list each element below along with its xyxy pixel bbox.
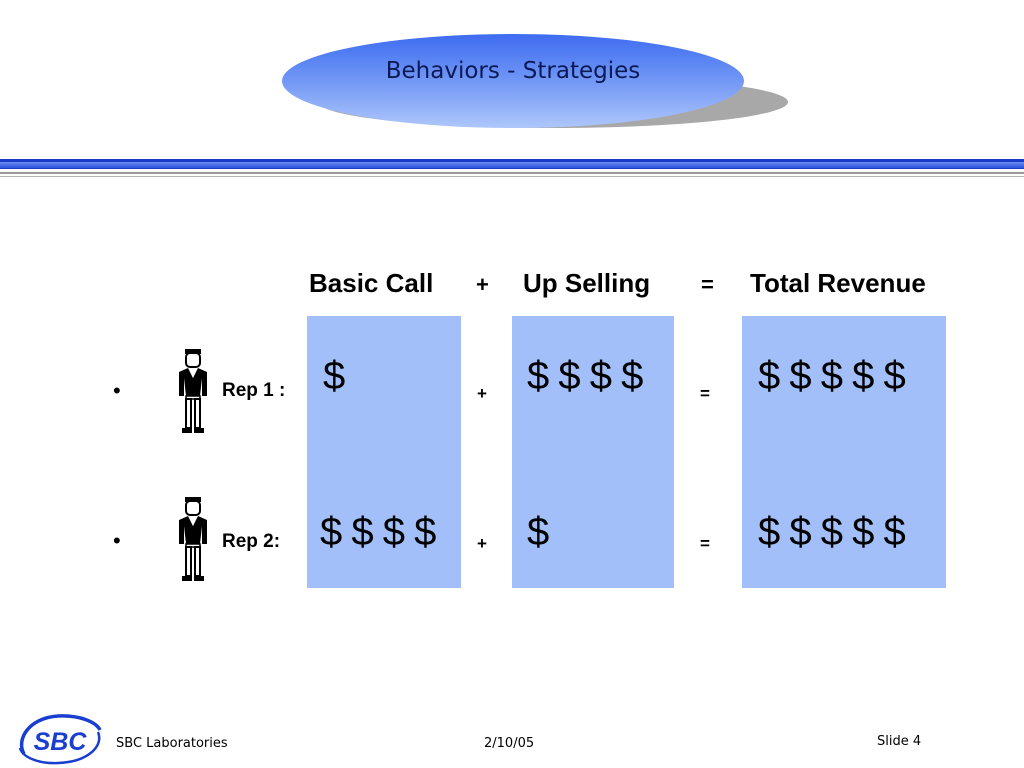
footer-date: 2/10/05	[484, 736, 535, 751]
header-basic-call: Basic Call	[309, 268, 434, 298]
header-total-revenue: Total Revenue	[750, 268, 926, 298]
footer-company: SBC Laboratories	[116, 736, 228, 751]
rep-2-total-revenue-value: $ $ $ $ $	[758, 510, 906, 554]
row-bullet: •	[113, 528, 121, 553]
slide-title: Behaviors - Strategies	[385, 58, 641, 84]
rep-1-label: Rep 1 :	[222, 380, 286, 401]
rep-1-total-revenue-value: $ $ $ $ $	[758, 354, 906, 398]
rep-2-basic-call-value: $ $ $ $	[320, 510, 436, 554]
sbc-logo-icon: SBC	[18, 714, 102, 765]
divider-line	[0, 162, 1024, 168]
rep-2-plus: +	[477, 534, 487, 553]
total-revenue-column	[742, 316, 946, 588]
row-bullet: •	[113, 378, 121, 403]
rep-2-equals: =	[700, 534, 710, 553]
header-equals: =	[701, 272, 714, 297]
rep-1-basic-call-value: $	[323, 354, 345, 398]
title-banner: Behaviors - Strategies	[282, 34, 744, 128]
divider-line	[0, 159, 1024, 162]
logo-text: SBC	[34, 728, 88, 756]
header-plus: +	[476, 272, 489, 297]
header-up-selling: Up Selling	[523, 268, 651, 298]
rep-1-up-selling-value: $ $ $ $	[527, 354, 643, 398]
up-selling-column	[512, 316, 674, 588]
divider-line	[0, 172, 1024, 174]
rep-1-plus: +	[477, 384, 487, 403]
basic-call-column	[307, 316, 461, 588]
rep-2-up-selling-value: $	[527, 510, 549, 554]
slide-number: Slide 4	[877, 734, 922, 749]
rep-1-equals: =	[700, 384, 710, 403]
divider-line	[0, 176, 1024, 177]
person-icon	[179, 497, 207, 581]
divider-line	[0, 168, 1024, 169]
rep-2-label: Rep 2:	[222, 531, 281, 552]
person-icon	[179, 349, 207, 433]
